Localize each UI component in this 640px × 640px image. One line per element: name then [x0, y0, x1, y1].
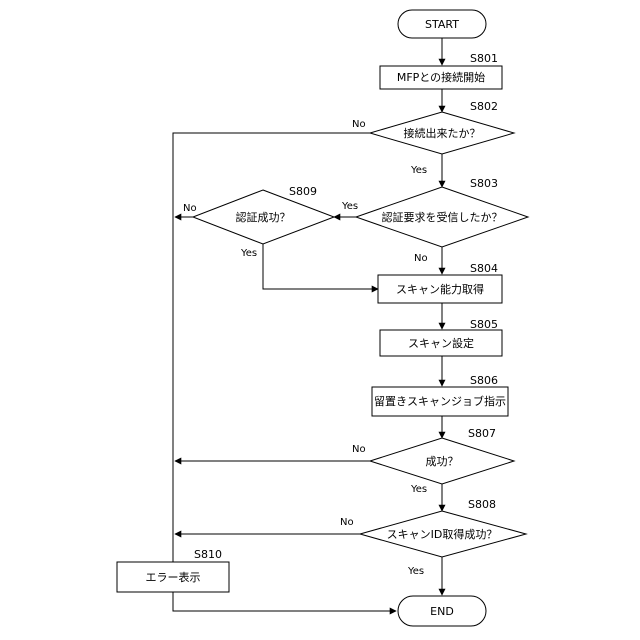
node-s802: 接続出来たか？ — [370, 112, 514, 154]
branch-label-s809-yes: Yes — [240, 248, 257, 259]
node-s801: MFPとの接続開始 — [380, 66, 502, 89]
node-label: スキャン能力取得 — [396, 282, 484, 296]
node-s804: スキャン能力取得 — [378, 275, 502, 303]
node-label: エラー表示 — [146, 570, 201, 584]
node-s806: 留置きスキャンジョブ指示 — [372, 387, 508, 416]
branch-label-s803-yes: Yes — [341, 201, 358, 212]
step-label-s808: S808 — [468, 498, 496, 511]
branch-label-s808-yes: Yes — [407, 566, 424, 577]
step-label-s805: S805 — [470, 318, 498, 331]
node-label: 留置きスキャンジョブ指示 — [374, 394, 506, 408]
step-label-s802: S802 — [470, 100, 498, 113]
node-s809: 認証成功？ — [193, 190, 334, 244]
node-label: MFPとの接続開始 — [397, 70, 485, 84]
step-label-s801: S801 — [470, 52, 498, 65]
step-label-s806: S806 — [470, 374, 498, 387]
step-label-s807: S807 — [468, 427, 496, 440]
branch-label-s807-no: No — [352, 444, 366, 455]
branch-label-s802-yes: Yes — [410, 165, 427, 176]
branch-label-s807-yes: Yes — [410, 484, 427, 495]
step-label-s803: S803 — [470, 177, 498, 190]
node-label: 接続出来たか？ — [404, 126, 481, 140]
node-s807: 成功？ — [370, 438, 514, 484]
node-s803: 認証要求を受信したか？ — [356, 187, 528, 247]
node-start: START — [398, 10, 486, 38]
step-label-s804: S804 — [470, 262, 498, 275]
branch-label-s808-no: No — [340, 517, 354, 528]
edge-s809-yes-s804 — [263, 244, 378, 289]
node-label: 成功？ — [426, 455, 459, 468]
node-label: 認証要求を受信したか？ — [382, 210, 503, 224]
step-label-s810: S810 — [194, 548, 222, 561]
node-s805: スキャン設定 — [380, 330, 502, 356]
node-label: START — [425, 18, 459, 31]
step-label-s809: S809 — [289, 185, 317, 198]
node-label: スキャン設定 — [408, 336, 474, 350]
node-s808: スキャンID取得成功？ — [360, 511, 526, 557]
node-label: END — [430, 605, 454, 618]
node-end: END — [398, 596, 486, 626]
branch-label-s809-no: No — [183, 203, 197, 214]
branch-label-s803-no: No — [414, 253, 428, 264]
branch-label-s802-no: No — [352, 119, 366, 130]
node-label: スキャンID取得成功？ — [387, 528, 498, 541]
node-s810: エラー表示 — [117, 562, 229, 592]
edge-s810-end — [173, 592, 396, 611]
node-label: 認証成功？ — [236, 210, 291, 224]
